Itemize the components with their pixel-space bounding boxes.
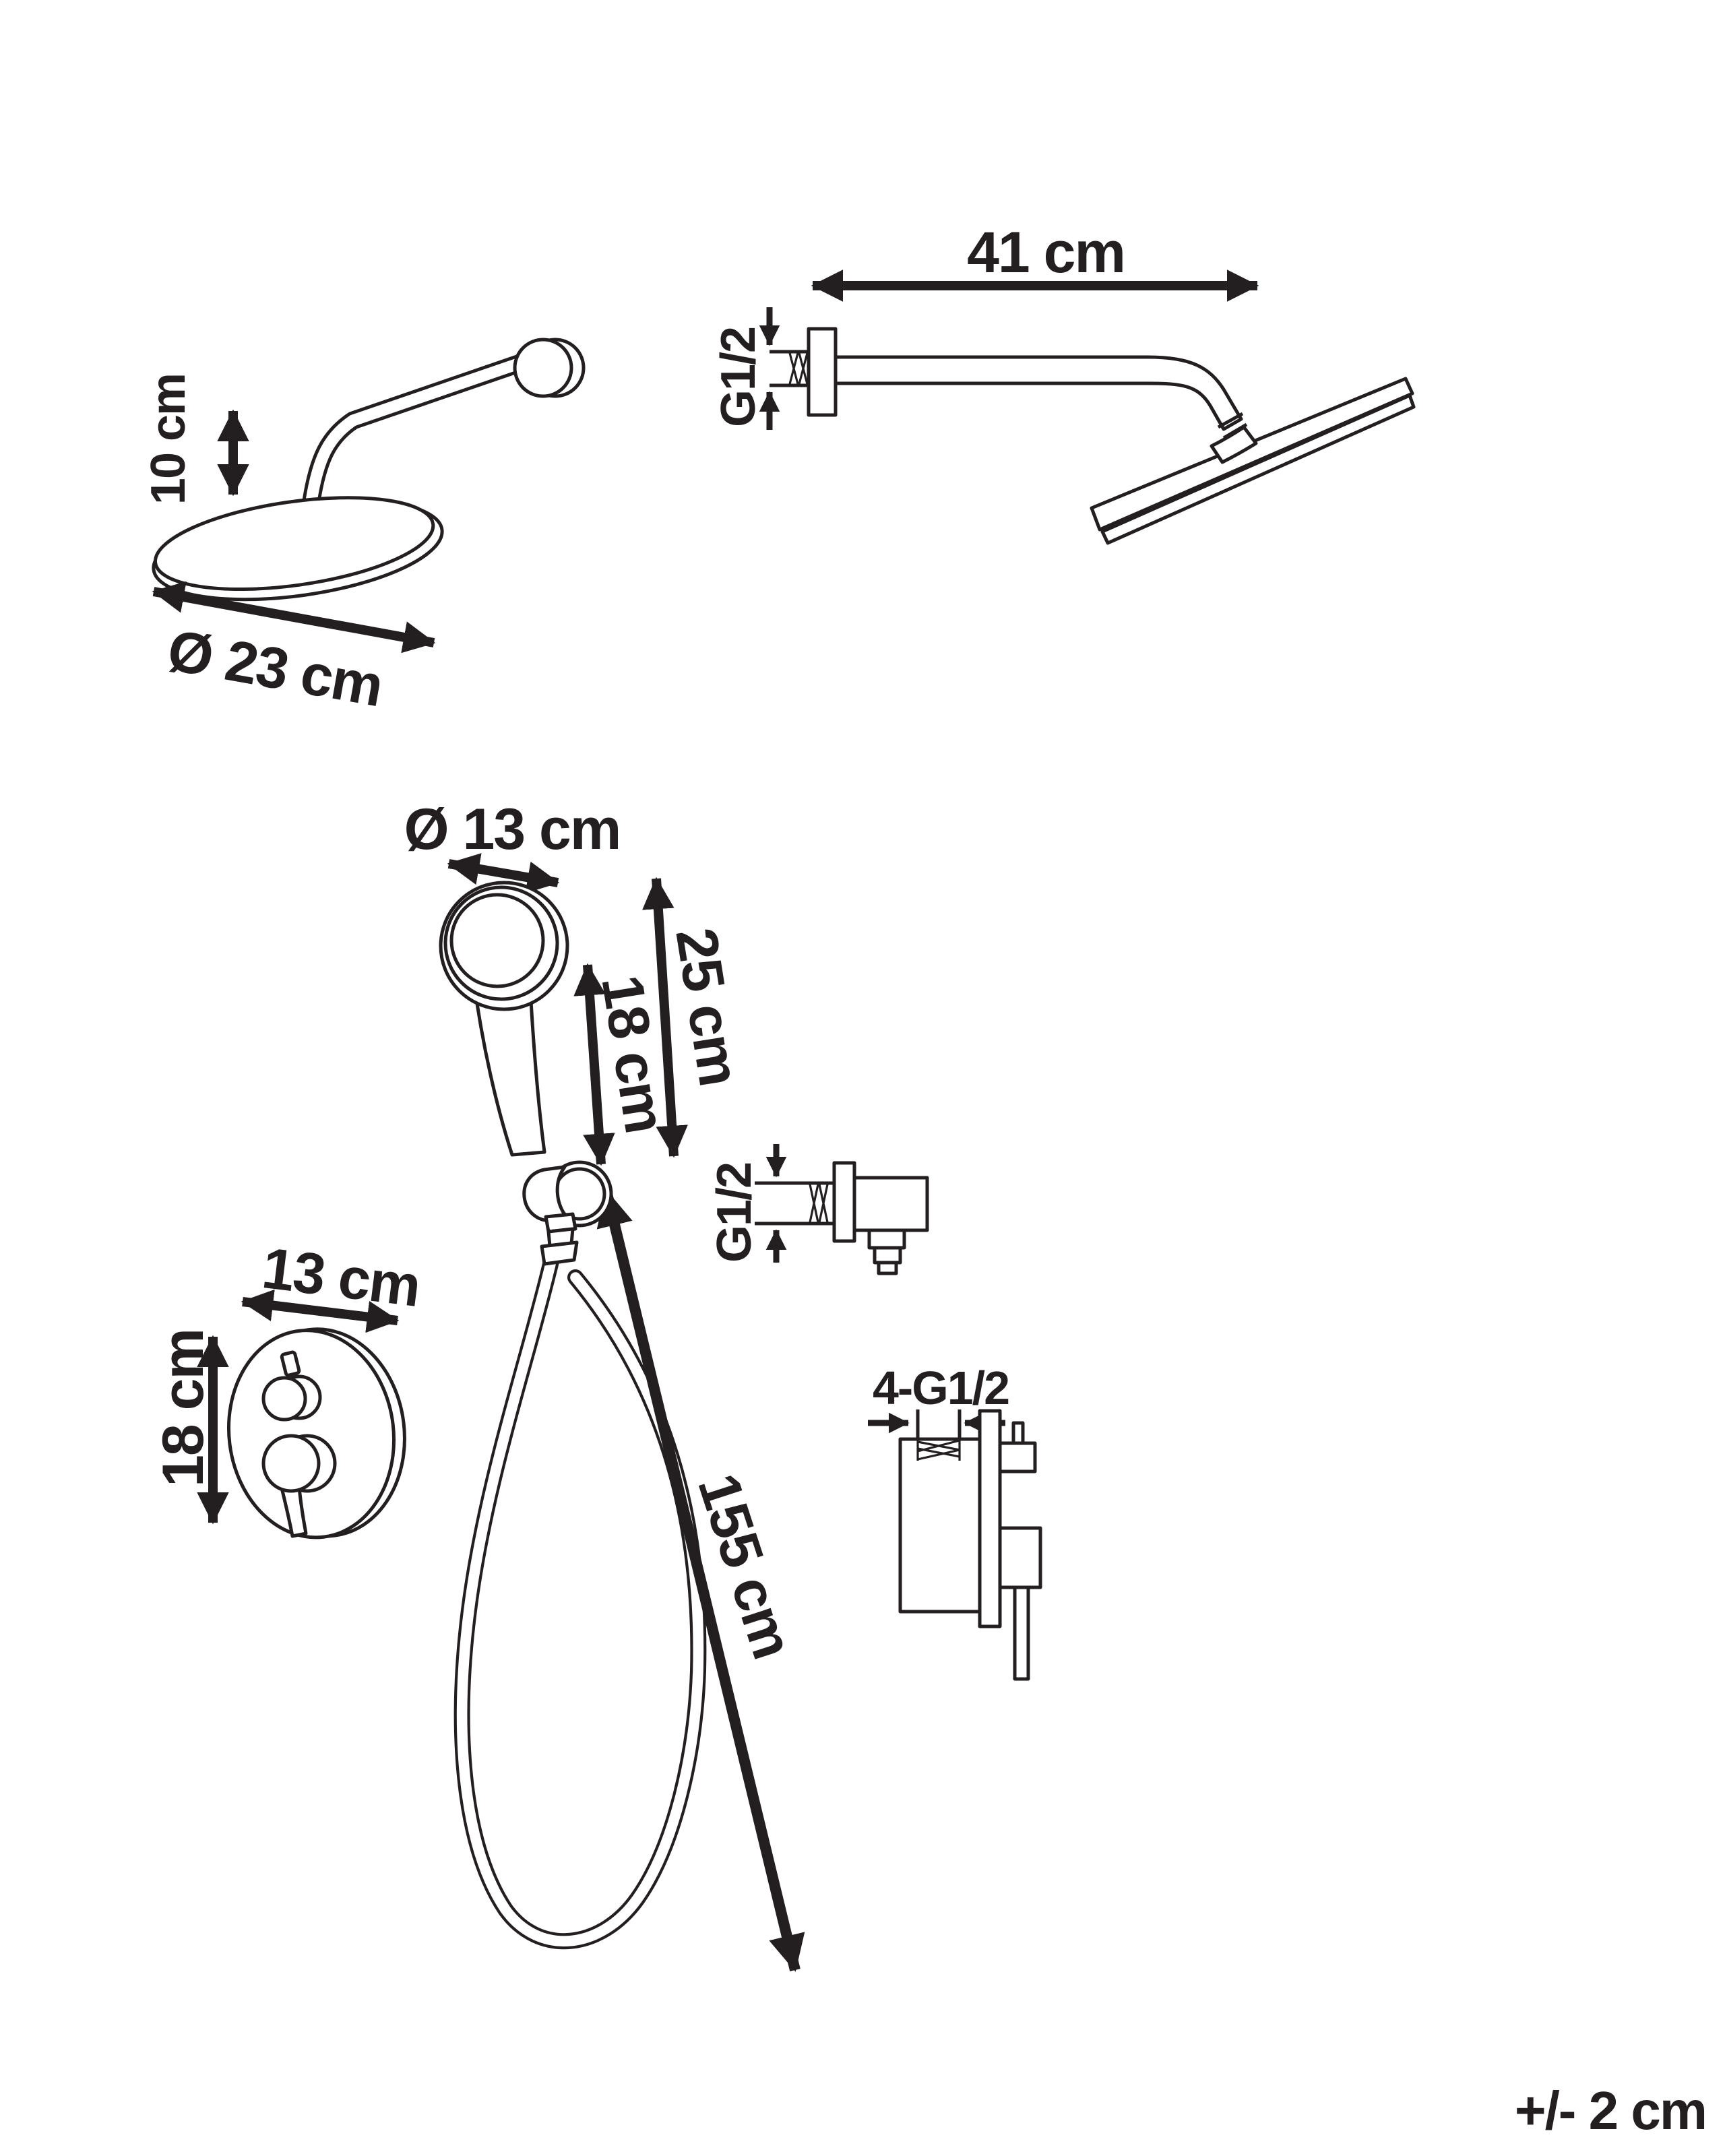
holder-cup — [522, 1165, 569, 1223]
valve-body-thread-ticks — [916, 1409, 962, 1439]
shower-arm-thread-extension-lines — [770, 350, 809, 387]
wall-outlet-thread-label: G1/2 — [708, 1163, 761, 1263]
overhead-shower-wall-flange — [513, 338, 573, 398]
wall-outlet-pipe-lines — [755, 1181, 834, 1226]
hand-shower-figure: Ø 13 cm 18 cm 25 cm — [404, 797, 752, 1266]
hose-figure: 155 cm — [453, 1189, 805, 1972]
mixer-plate-figure: 13 cm 18 cm — [151, 1236, 423, 1540]
valve-body-thread-hatch — [916, 1439, 961, 1461]
shower-arm-head-plate-underside — [1100, 393, 1416, 545]
shower-arm-head-plate — [1090, 377, 1414, 532]
overhead-shower-diameter-arrow — [152, 581, 436, 654]
shower-arm-length-label: 41 cm — [967, 220, 1125, 285]
hand-shower-head-length-arrow — [573, 963, 615, 1166]
shower-arm-figure: 41 cm G1/2 — [712, 220, 1416, 545]
valve-body-main — [898, 1437, 982, 1614]
hand-shower-diameter-arrow — [447, 853, 560, 893]
valve-body-mid-port — [998, 1526, 1042, 1589]
mixer-plate-width-arrow — [241, 1289, 400, 1333]
wall-outlet-step-2 — [873, 1246, 902, 1265]
valve-body-thread-label: 4-G1/2 — [873, 1362, 1009, 1414]
valve-body-top-port — [998, 1441, 1037, 1473]
shower-arm-neck-collar-lines — [1217, 412, 1248, 440]
wall-outlet-figure: G1/2 — [708, 1144, 929, 1275]
hand-shower-head-face — [449, 893, 545, 988]
mixer-diverter-knob — [261, 1376, 307, 1422]
overhead-shower-arm-tube-bore — [305, 352, 536, 503]
mixer-lever-hub — [261, 1434, 321, 1493]
valve-body-top-stem — [1011, 1421, 1025, 1445]
shower-arm-head-cone-mount — [1210, 425, 1258, 464]
shower-arm-thread-hatch — [788, 352, 809, 385]
tolerance-note: +/- 2 cm — [1515, 2081, 1706, 2141]
mixer-diverter-stem — [280, 1350, 301, 1377]
hose-tube-bore — [456, 1256, 704, 1946]
shower-arm-wall-flange — [807, 327, 838, 417]
shower-arm-tube-outline — [834, 355, 1243, 431]
hand-shower-handle — [472, 983, 546, 1157]
hand-shower-total-length-arrow — [642, 877, 688, 1158]
hose-nut — [540, 1240, 579, 1266]
mixer-plate-height-label: 18 cm — [151, 1329, 216, 1487]
wall-outlet-flange — [832, 1161, 856, 1243]
valve-body-mounting-plate — [978, 1409, 1002, 1628]
overhead-shower-diameter-label: Ø 23 cm — [163, 618, 387, 719]
wall-outlet-step-1 — [867, 1228, 906, 1250]
overhead-shower-height-label: 10 cm — [142, 374, 195, 505]
valve-body-bottom-stem — [1013, 1585, 1030, 1681]
wall-outlet-step-3 — [877, 1261, 898, 1275]
overhead-shower-figure: 10 cm Ø 23 cm — [142, 338, 586, 719]
hose-nut-collar — [544, 1212, 577, 1234]
wall-outlet-body — [852, 1176, 929, 1232]
shower-arm-thread-label: G1/2 — [712, 327, 765, 427]
hose-length-arrow — [596, 1189, 805, 1972]
hand-shower-diameter-label: Ø 13 cm — [404, 797, 621, 862]
hand-shower-total-length-label: 25 cm — [663, 924, 751, 1089]
valve-body-figure: 4-G1/2 — [868, 1362, 1042, 1681]
wall-outlet-thread-hatch — [809, 1184, 829, 1223]
